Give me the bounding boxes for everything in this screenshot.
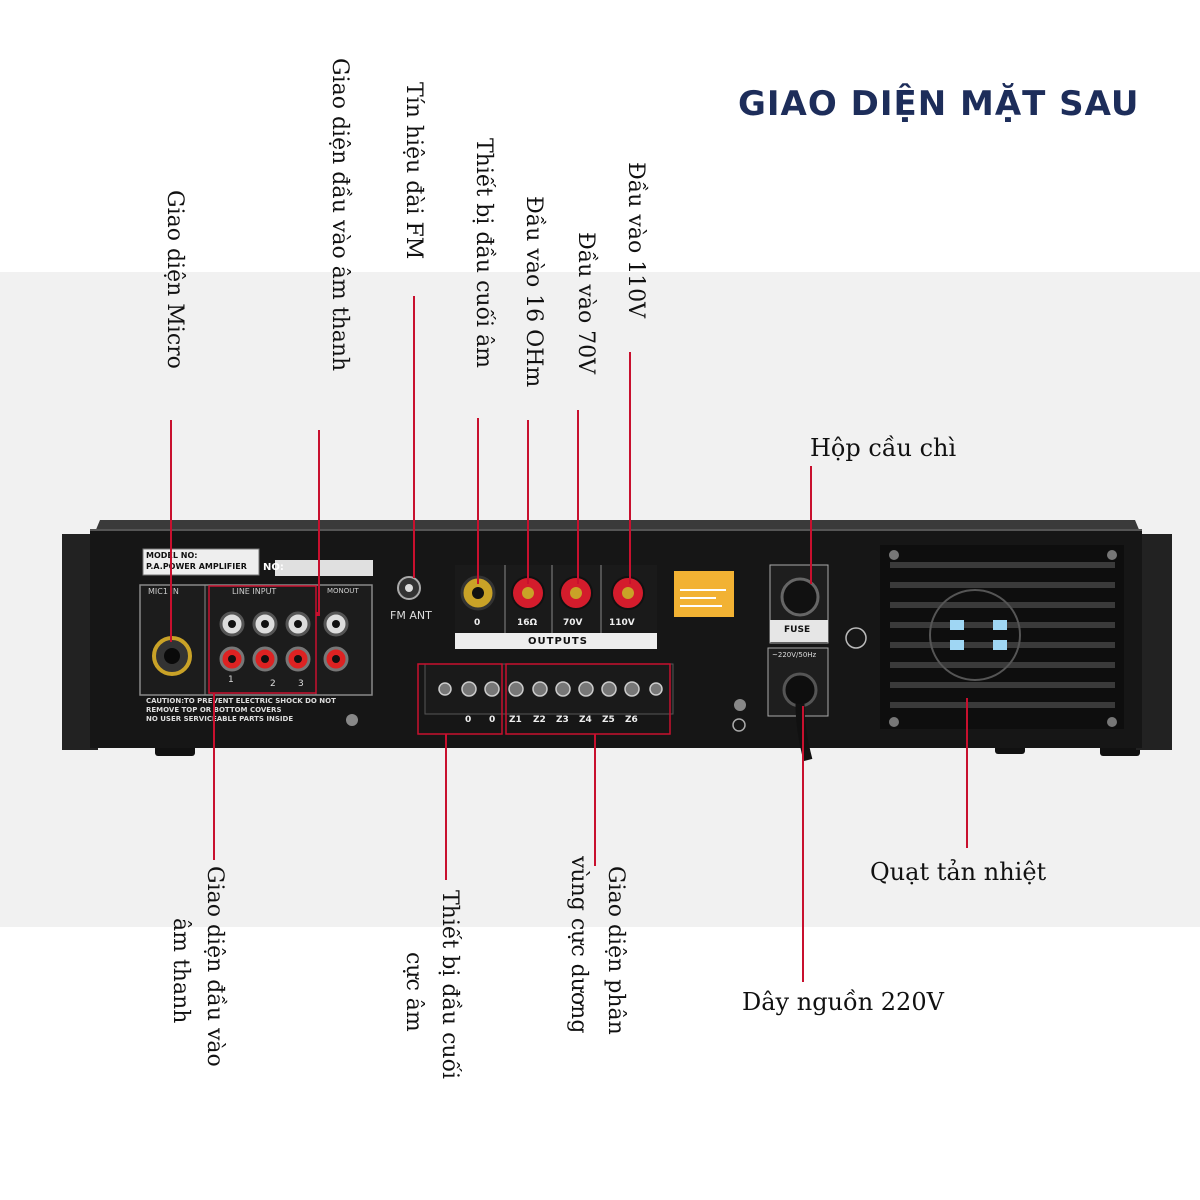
callout-line-zones xyxy=(594,734,596,866)
terminal-screws xyxy=(438,681,663,697)
label-negative-top: Thiết bị đầu cuối âm xyxy=(471,138,496,369)
callout-line-audio-in-bottom xyxy=(213,693,215,860)
line-input-rca-jacks xyxy=(219,611,311,672)
callout-line-fm xyxy=(413,296,415,578)
callout-line-audio-in-top xyxy=(318,430,320,614)
callout-line-power xyxy=(802,706,804,982)
caution-line-1: CAUTION:TO PREVENT ELECTRIC SHOCK DO NOT xyxy=(146,697,336,705)
page-title: GIAO DIỆN MẶT SAU xyxy=(738,84,1140,124)
terminal-0b-text: 0 xyxy=(489,715,496,725)
fan-grille xyxy=(880,545,1124,729)
power-rating-text: ~220V/50Hz xyxy=(772,651,817,659)
label-70v: Đầu vào 70V xyxy=(573,232,598,375)
callout-dot-audio-in xyxy=(316,612,320,616)
label-fuse-box: Hộp cầu chì xyxy=(810,434,957,462)
label-fan: Quạt tản nhiệt xyxy=(870,858,1047,886)
certification-mark xyxy=(845,627,867,649)
label-negative-bottom-2: cực âm xyxy=(401,952,426,1032)
serial-label: NO: xyxy=(263,562,284,573)
terminal-z1-text: Z1 xyxy=(509,715,522,725)
channel-2-text: 2 xyxy=(270,679,276,689)
label-power-cord: Dây nguồn 220V xyxy=(742,988,944,1016)
callout-box-line-input xyxy=(208,585,317,694)
channel-1-text: 1 xyxy=(228,675,234,685)
fan-grille-bars xyxy=(890,562,1115,708)
callout-line-70v xyxy=(577,410,579,584)
label-audio-in-bottom-2: âm thanh xyxy=(168,918,193,1024)
monitor-out-rca-jacks xyxy=(323,611,349,672)
label-110v: Đầu vào 110V xyxy=(623,162,648,319)
mic-in-text: MIC1 IN xyxy=(148,587,179,596)
callout-line-negative-top xyxy=(477,418,479,584)
fm-ant-text: FM ANT xyxy=(390,609,432,622)
terminal-0a-text: 0 xyxy=(465,715,472,725)
fuse-cap xyxy=(780,577,820,617)
mon-out-text: MONOUT xyxy=(327,587,359,595)
ground-screw xyxy=(734,699,746,711)
callout-line-fuse xyxy=(810,466,812,584)
callout-line-negative-bottom xyxy=(445,734,447,880)
label-negative-bottom-1: Thiết bị đầu cuối xyxy=(437,890,462,1080)
label-micro: Giao diện Micro xyxy=(162,190,187,369)
output-16-text: 16Ω xyxy=(517,618,538,628)
callout-line-micro xyxy=(170,420,172,642)
caution-line-3: NO USER SERVICEABLE PARTS INSIDE xyxy=(146,715,294,723)
line-input-text: LINE INPUT xyxy=(232,587,277,596)
terminal-z4-text: Z4 xyxy=(579,715,592,725)
label-audio-in-top: Giao diện đầu vào âm thanh xyxy=(327,58,352,372)
serial-sticker xyxy=(275,560,373,576)
output-110-text: 110V xyxy=(609,618,635,628)
terminal-z5-text: Z5 xyxy=(602,715,615,725)
fan-ring xyxy=(929,589,1021,681)
outputs-text: OUTPUTS xyxy=(528,636,588,647)
terminal-z2-text: Z2 xyxy=(533,715,546,725)
output-70-text: 70V xyxy=(563,618,583,628)
callout-line-110v xyxy=(629,352,631,584)
yellow-sticker xyxy=(674,571,734,617)
callout-box-negative-terminals xyxy=(417,663,503,735)
terminal-z6-text: Z6 xyxy=(625,715,638,725)
label-16ohm: Đầu vào 16 OHm xyxy=(521,196,546,388)
model-sticker xyxy=(142,548,260,576)
model-desc-text: P.A.POWER AMPLIFIER xyxy=(146,562,247,571)
output-0-text: 0 xyxy=(474,618,481,628)
chassis-screw xyxy=(346,714,358,726)
channel-3-text: 3 xyxy=(298,679,304,689)
callout-box-zone-terminals xyxy=(505,663,671,735)
fuse-text: FUSE xyxy=(784,625,811,635)
label-fm: Tín hiệu đài FM xyxy=(401,82,426,260)
callout-line-16ohm xyxy=(527,420,529,584)
terminal-z3-text: Z3 xyxy=(556,715,569,725)
callout-line-fan xyxy=(966,698,968,848)
label-audio-in-bottom-1: Giao diện đầu vào xyxy=(202,866,227,1067)
label-zones-2: vùng cực dương xyxy=(566,856,591,1034)
power-plug xyxy=(782,672,818,708)
label-zones-1: Giao diện phân xyxy=(603,866,628,1035)
